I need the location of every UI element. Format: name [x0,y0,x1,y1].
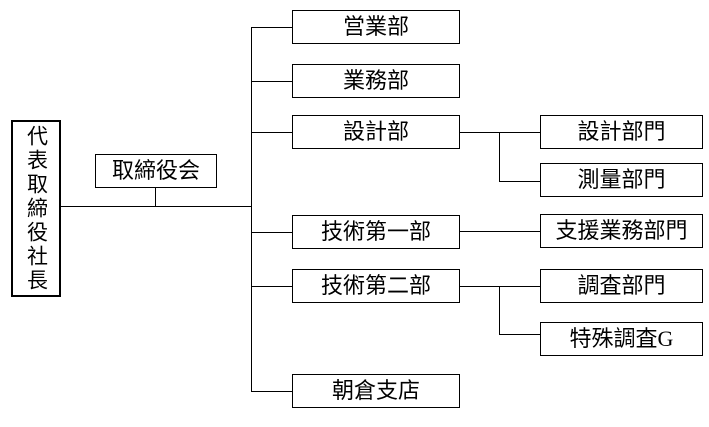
engineering-dept1-box: 技術第一部 [292,215,460,249]
connector-engineering2-junction-vertical [499,286,500,335]
support-operations-division-label: 支援業務部門 [555,218,688,243]
research-division-label: 調査部門 [577,273,666,298]
connector-engineering2-to-research-division [460,286,540,287]
research-division-box: 調査部門 [540,269,703,303]
connector-branch-asakura [251,391,293,392]
design-dept-label: 設計部 [342,119,409,144]
special-survey-group-label: 特殊調査G [569,326,674,351]
special-survey-group-box: 特殊調査G [540,322,703,356]
connector-to-special-survey-group [499,334,541,335]
president-label: 代表取締役社長 [24,124,49,293]
president-box: 代表取締役社長 [11,120,61,297]
sales-dept-label: 営業部 [342,14,409,39]
connector-branch-engineering1 [251,232,293,233]
design-division-box: 設計部門 [540,115,703,149]
engineering-dept1-label: 技術第一部 [320,219,431,244]
connector-design-to-design-division [460,132,540,133]
support-operations-division-box: 支援業務部門 [540,214,703,248]
board-of-directors-box: 取締役会 [95,154,217,188]
connector-to-survey-division [499,181,541,182]
asakura-branch-label: 朝倉支店 [331,378,420,403]
connector-board-to-main-line [155,188,156,207]
connector-branch-sales [251,27,293,28]
connector-design-junction-vertical [499,132,500,182]
engineering-dept2-box: 技術第二部 [292,269,460,303]
survey-division-box: 測量部門 [540,163,703,197]
connector-branch-operations [251,81,293,82]
connector-engineering1-to-support-division [460,231,540,232]
sales-dept-box: 営業部 [292,10,460,44]
engineering-dept2-label: 技術第二部 [320,273,431,298]
operations-dept-box: 業務部 [292,64,460,98]
design-division-label: 設計部門 [577,119,666,144]
asakura-branch-box: 朝倉支店 [292,374,460,408]
survey-division-label: 測量部門 [577,167,666,192]
connector-trunk-vertical [251,27,252,392]
board-of-directors-label: 取締役会 [111,158,200,183]
connector-branch-design [251,132,293,133]
connector-branch-engineering2 [251,286,293,287]
design-dept-box: 設計部 [292,115,460,149]
connector-president-to-trunk [61,206,252,207]
operations-dept-label: 業務部 [342,68,409,93]
